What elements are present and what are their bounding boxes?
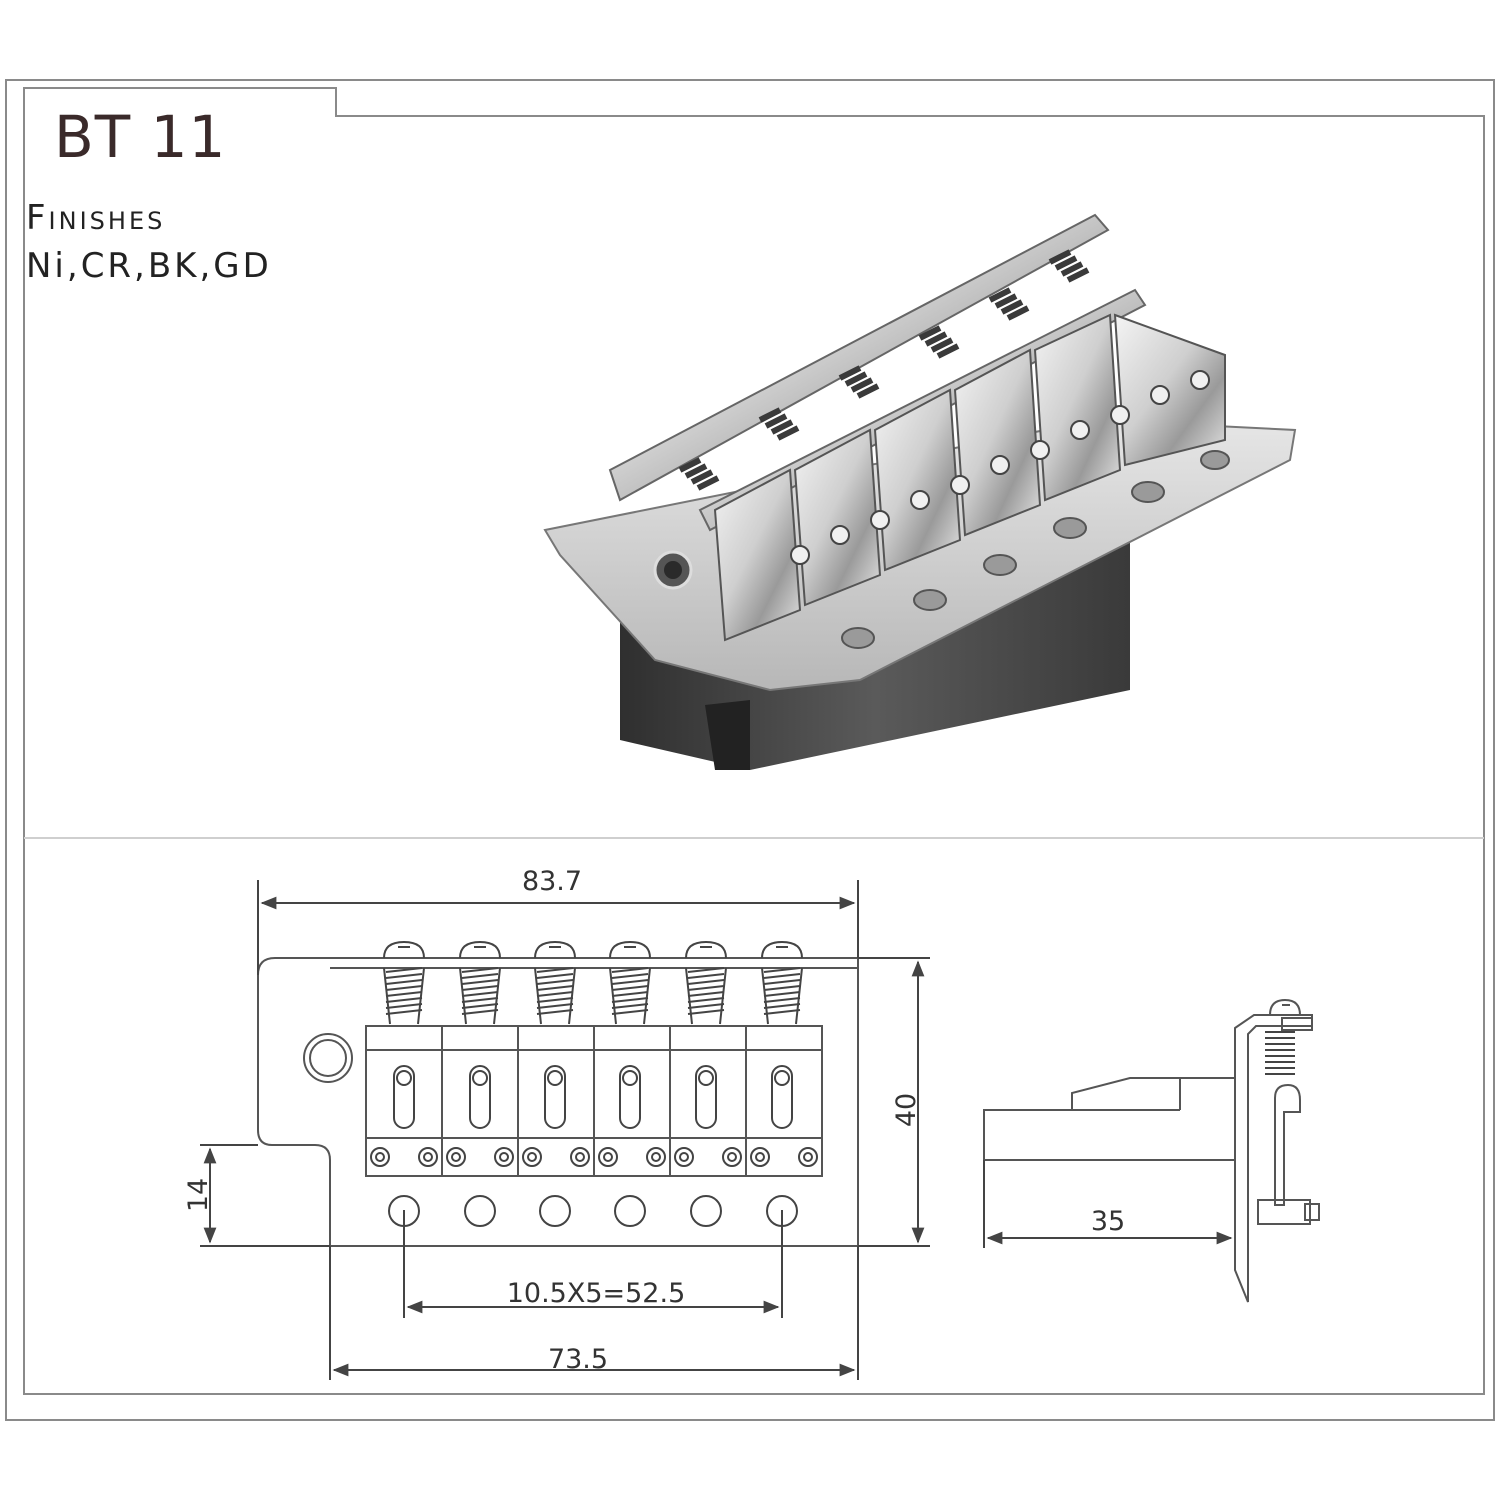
height-screw-center	[803, 1152, 813, 1162]
saddle-slot	[544, 1065, 566, 1129]
back-rail	[608, 213, 1110, 502]
spring-coil	[611, 967, 649, 1015]
height-screw	[722, 1147, 742, 1167]
screw-head	[534, 940, 576, 959]
saddle-slot	[771, 1065, 793, 1129]
finishes-values: Ni,CR,BK,GD	[26, 246, 272, 286]
spring-edge	[417, 967, 425, 1025]
slot-pin	[622, 1070, 638, 1086]
slot-pin	[774, 1070, 790, 1086]
height-screw-center	[603, 1152, 613, 1162]
spring-edge	[568, 967, 576, 1025]
overall-length-label: 83.7	[522, 866, 582, 897]
height-screw	[522, 1147, 542, 1167]
height-screw	[798, 1147, 818, 1167]
model-title: BT 11	[54, 103, 227, 171]
spring-edge	[609, 967, 617, 1025]
screw-head	[609, 940, 651, 959]
slot-pin	[396, 1070, 412, 1086]
finishes-label: Finishes	[26, 198, 166, 238]
height-screw-center	[423, 1152, 433, 1162]
slot-pin	[547, 1070, 563, 1086]
screw-head	[685, 940, 727, 959]
side-plate-outline	[1234, 1014, 1313, 1303]
height-screw	[598, 1147, 618, 1167]
bridge-photo	[543, 213, 1297, 770]
screw-head	[383, 940, 425, 959]
height-screw	[646, 1147, 666, 1167]
saddle-slot	[619, 1065, 641, 1129]
spring-edge	[459, 967, 467, 1025]
spring-edge	[493, 967, 501, 1025]
height-screw-center	[527, 1152, 537, 1162]
spring-edge	[534, 967, 542, 1025]
front-dimension-lines	[200, 880, 930, 1380]
side-dimension-lines	[983, 1160, 1233, 1248]
slot-pin	[698, 1070, 714, 1086]
string-hole	[614, 1195, 646, 1227]
height-label: 40	[891, 1093, 922, 1127]
front-plate-outline	[257, 957, 859, 1247]
spring-coil	[763, 967, 801, 1015]
spring-edge	[761, 967, 769, 1025]
spring-edge	[685, 967, 693, 1025]
front-mount-hole	[303, 1033, 353, 1083]
spring-coil	[461, 967, 499, 1015]
side-depth-label: 35	[1091, 1206, 1125, 1237]
height-screw-center	[575, 1152, 585, 1162]
height-screw-center	[375, 1152, 385, 1162]
string-spacing-label: 10.5X5=52.5	[507, 1278, 686, 1309]
spring-edge	[643, 967, 651, 1025]
string-hole	[690, 1195, 722, 1227]
spring-coil	[687, 967, 725, 1015]
saddle-slot	[695, 1065, 717, 1129]
front-saddle-details	[370, 1065, 818, 1227]
spring-coil	[536, 967, 574, 1015]
height-screw-center	[755, 1152, 765, 1162]
screw-head	[761, 940, 803, 959]
slot-pin	[472, 1070, 488, 1086]
spring-coil	[385, 967, 423, 1015]
height-screw-center	[651, 1152, 661, 1162]
height-screw	[418, 1147, 438, 1167]
saddle-screws	[790, 370, 1210, 565]
height-screw	[370, 1147, 390, 1167]
height-screw-center	[679, 1152, 689, 1162]
screw-head	[459, 940, 501, 959]
base-width-label: 73.5	[548, 1344, 608, 1375]
height-screw	[446, 1147, 466, 1167]
side-view-drawing	[983, 998, 1320, 1303]
height-screw-center	[451, 1152, 461, 1162]
side-spring	[1265, 1031, 1295, 1075]
front-springs	[383, 940, 803, 1025]
spring-edge	[383, 967, 391, 1025]
height-screw	[674, 1147, 694, 1167]
tab-depth-label: 14	[183, 1178, 214, 1212]
string-hole	[464, 1195, 496, 1227]
saddles	[713, 313, 1226, 642]
side-block-outline	[983, 1077, 1236, 1161]
string-holes	[841, 450, 1230, 649]
frame	[5, 79, 1495, 1421]
saddle-slot	[393, 1065, 415, 1129]
spring-edge	[795, 967, 803, 1025]
intonation-springs	[678, 249, 1090, 491]
spring-edge	[719, 967, 727, 1025]
height-screw	[494, 1147, 514, 1167]
height-screw-center	[499, 1152, 509, 1162]
height-screw	[750, 1147, 770, 1167]
height-screw	[570, 1147, 590, 1167]
height-screw-center	[727, 1152, 737, 1162]
string-hole	[539, 1195, 571, 1227]
saddle-slot	[469, 1065, 491, 1129]
